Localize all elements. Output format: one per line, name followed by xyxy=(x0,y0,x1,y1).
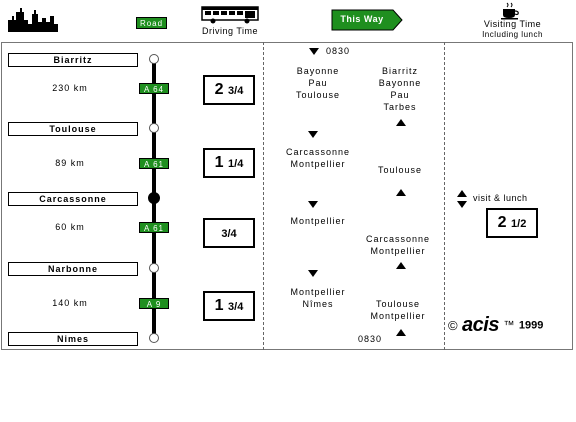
route-node xyxy=(149,123,159,133)
highway-tag: A 61 xyxy=(139,158,169,169)
city-narbonne: Narbonne xyxy=(8,262,138,276)
visit-lunch-label: visit & lunch xyxy=(473,193,528,203)
city-skyline-icon xyxy=(8,6,58,32)
leg-distance: 60 km xyxy=(55,222,85,232)
time-fraction: 1/4 xyxy=(228,158,244,170)
itinerary-panel xyxy=(1,42,573,350)
time-fraction: 3/4 xyxy=(228,85,244,97)
up-arrow-icon xyxy=(457,190,467,197)
driving-time-box: 1 1/4 xyxy=(203,148,255,178)
time-hours: 2 xyxy=(497,214,507,231)
time-hours: 1 xyxy=(214,154,224,171)
this-way-label: This Way xyxy=(340,14,384,24)
reverse-stops: Biarritz Bayonne Pau Tarbes xyxy=(378,66,422,112)
leg-distance: 230 km xyxy=(52,83,88,93)
reverse-stops: Carcassonne Montpellier xyxy=(365,234,431,256)
copyright-symbol: © xyxy=(448,318,458,333)
forward-stops: Montpellier xyxy=(290,216,346,226)
bus-icon xyxy=(201,6,259,24)
city-biarritz: Biarritz xyxy=(8,53,138,67)
copyright-notice: © acis ™ 1999 xyxy=(448,314,570,340)
reverse-stops: Toulouse xyxy=(377,165,423,175)
up-arrow-icon xyxy=(396,119,406,126)
driving-time-box: 2 3/4 xyxy=(203,75,255,105)
road-legend-tag: Road xyxy=(136,17,167,29)
leg-distance: 89 km xyxy=(55,158,85,168)
visiting-time-header: Visiting Time xyxy=(483,19,542,29)
city-nimes: Nimes xyxy=(8,332,138,346)
city-carcassonne: Carcassonne xyxy=(8,192,138,206)
forward-stops: Bayonne Pau Toulouse xyxy=(295,66,341,100)
driving-time-box: 1 3/4 xyxy=(203,291,255,321)
leg-distance: 140 km xyxy=(52,298,88,308)
time-fraction: 1/2 xyxy=(511,218,527,230)
down-arrow-icon xyxy=(308,270,318,277)
highway-tag: A 61 xyxy=(139,222,169,233)
up-arrow-icon xyxy=(396,329,406,336)
down-arrow-icon xyxy=(309,48,319,55)
start-time: 0830 xyxy=(326,46,351,56)
down-arrow-icon xyxy=(308,201,318,208)
reverse-stops: Toulouse Montpellier xyxy=(370,299,426,321)
including-lunch-header: Including lunch xyxy=(482,30,543,39)
time-hours: 2 xyxy=(214,81,224,98)
end-time: 0830 xyxy=(358,334,383,344)
forward-stops: Carcassonne Montpellier xyxy=(285,147,351,169)
up-arrow-icon xyxy=(396,189,406,196)
city-toulouse: Toulouse xyxy=(8,122,138,136)
time-fraction: 3/4 xyxy=(228,301,244,313)
driving-time-header: Driving Time xyxy=(201,26,258,36)
time-hours: 1 xyxy=(214,297,224,314)
route-node xyxy=(149,263,159,273)
visit-time-box: 2 1/2 xyxy=(486,208,538,238)
copyright-year: 1999 xyxy=(518,319,544,332)
up-arrow-icon xyxy=(396,262,406,269)
highway-tag: A 9 xyxy=(139,298,169,309)
route-node xyxy=(149,54,159,64)
column-divider-2 xyxy=(444,42,445,350)
forward-stops: Montpellier Nîmes xyxy=(290,287,346,309)
down-arrow-icon xyxy=(308,131,318,138)
coffee-cup-icon xyxy=(500,2,520,20)
driving-time-box: 3/4 xyxy=(203,218,255,248)
highway-tag: A 64 xyxy=(139,83,169,94)
acis-logo: acis xyxy=(462,314,499,336)
down-arrow-icon xyxy=(457,201,467,208)
trademark-symbol: ™ xyxy=(503,319,515,332)
column-divider-1 xyxy=(263,42,264,350)
route-node-current xyxy=(148,192,160,204)
this-way-arrow: This Way xyxy=(331,9,403,31)
time-fraction: 3/4 xyxy=(221,228,237,240)
route-node xyxy=(149,333,159,343)
